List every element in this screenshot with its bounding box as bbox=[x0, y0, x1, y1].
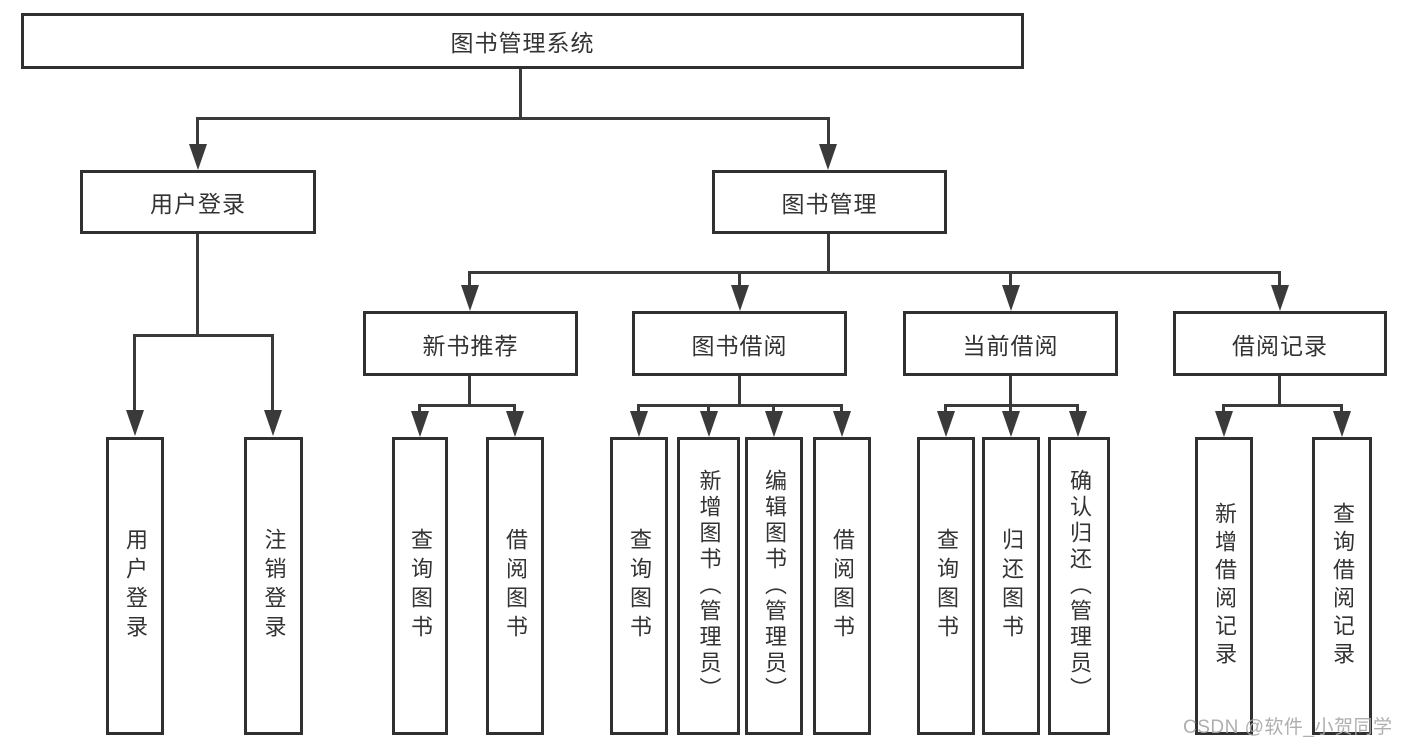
leaf-query-books-current: 查询图书 bbox=[917, 437, 975, 735]
connector-stem bbox=[1278, 376, 1281, 407]
leaf-user-login: 用户登录 bbox=[106, 437, 164, 735]
arrow-down-icon bbox=[126, 410, 144, 436]
node-current-borrow: 当前借阅 bbox=[903, 311, 1118, 376]
connector-stem bbox=[738, 376, 741, 407]
arrow-down-icon bbox=[833, 411, 851, 437]
connector-drop bbox=[1009, 271, 1012, 285]
node-new-book-recommend: 新书推荐 bbox=[363, 311, 578, 376]
connector-drop-leaf bbox=[772, 404, 775, 412]
arrow-down-icon bbox=[819, 144, 837, 170]
arrow-down-icon bbox=[765, 411, 783, 437]
leaf-add-book-admin: 新增图书（管理员） bbox=[677, 437, 740, 735]
node-user-login: 用户登录 bbox=[80, 170, 316, 234]
arrow-down-icon bbox=[1271, 285, 1289, 311]
connector-drop-leaf bbox=[637, 404, 640, 412]
connector-rail bbox=[637, 404, 843, 407]
node-library-system: 图书管理系统 bbox=[21, 13, 1024, 69]
connector-drop-book-mgmt bbox=[827, 117, 830, 145]
connector-drop-leaf bbox=[944, 404, 947, 412]
arrow-down-icon bbox=[189, 144, 207, 170]
node-book-management: 图书管理 bbox=[712, 170, 947, 234]
connector-root-stem bbox=[519, 69, 522, 119]
arrow-down-icon bbox=[731, 285, 749, 311]
leaf-query-books-recommend: 查询图书 bbox=[392, 437, 448, 735]
connector-drop bbox=[738, 271, 741, 285]
arrow-down-icon bbox=[1069, 411, 1087, 437]
arrow-down-icon bbox=[506, 411, 524, 437]
leaf-query-books-borrow: 查询图书 bbox=[610, 437, 668, 735]
leaf-logout: 注销登录 bbox=[244, 437, 303, 735]
arrow-down-icon bbox=[630, 411, 648, 437]
connector-drop bbox=[1278, 271, 1281, 285]
connector-rail bbox=[418, 404, 516, 407]
connector-drop bbox=[468, 271, 471, 285]
leaf-edit-book-admin: 编辑图书（管理员） bbox=[745, 437, 803, 735]
arrow-down-icon bbox=[1215, 411, 1233, 437]
leaf-add-borrow-record: 新增借阅记录 bbox=[1195, 437, 1253, 735]
connector-user-login-rail bbox=[133, 334, 274, 337]
csdn-watermark: CSDN @软件_小贺同学 bbox=[1183, 717, 1393, 738]
arrow-down-icon bbox=[1002, 285, 1020, 311]
node-borrow-records: 借阅记录 bbox=[1173, 311, 1387, 376]
connector-stem bbox=[468, 376, 471, 407]
connector-book-mgmt-stem bbox=[827, 234, 830, 274]
arrow-down-icon bbox=[461, 285, 479, 311]
arrow-down-icon bbox=[1002, 411, 1020, 437]
connector-rail bbox=[1222, 404, 1343, 407]
leaf-confirm-return-admin: 确认归还（管理员） bbox=[1048, 437, 1110, 735]
leaf-return-book: 归还图书 bbox=[982, 437, 1040, 735]
connector-stem bbox=[1009, 376, 1012, 407]
connector-drop-leaf bbox=[1009, 404, 1012, 412]
leaf-query-borrow-record: 查询借阅记录 bbox=[1312, 437, 1372, 735]
connector-drop-leaf bbox=[133, 334, 136, 411]
connector-drop-user-login bbox=[196, 117, 199, 145]
connector-level3-rail bbox=[468, 271, 1281, 274]
connector-drop-leaf bbox=[418, 404, 421, 412]
connector-level2-rail bbox=[198, 117, 830, 120]
connector-drop-leaf bbox=[1222, 404, 1225, 412]
leaf-borrow-books: 借阅图书 bbox=[813, 437, 871, 735]
arrow-down-icon bbox=[411, 411, 429, 437]
arrow-down-icon bbox=[1333, 411, 1351, 437]
arrow-down-icon bbox=[937, 411, 955, 437]
connector-drop-leaf bbox=[271, 334, 274, 411]
connector-drop-leaf bbox=[513, 404, 516, 412]
connector-user-login-stem bbox=[196, 234, 199, 337]
arrow-down-icon bbox=[700, 411, 718, 437]
arrow-down-icon bbox=[264, 410, 282, 436]
connector-drop-leaf bbox=[1340, 404, 1343, 412]
connector-drop-leaf bbox=[1076, 404, 1079, 412]
connector-drop-leaf bbox=[840, 404, 843, 412]
connector-drop-leaf bbox=[707, 404, 710, 412]
node-book-borrow: 图书借阅 bbox=[632, 311, 847, 376]
leaf-borrow-books-recommend: 借阅图书 bbox=[486, 437, 544, 735]
